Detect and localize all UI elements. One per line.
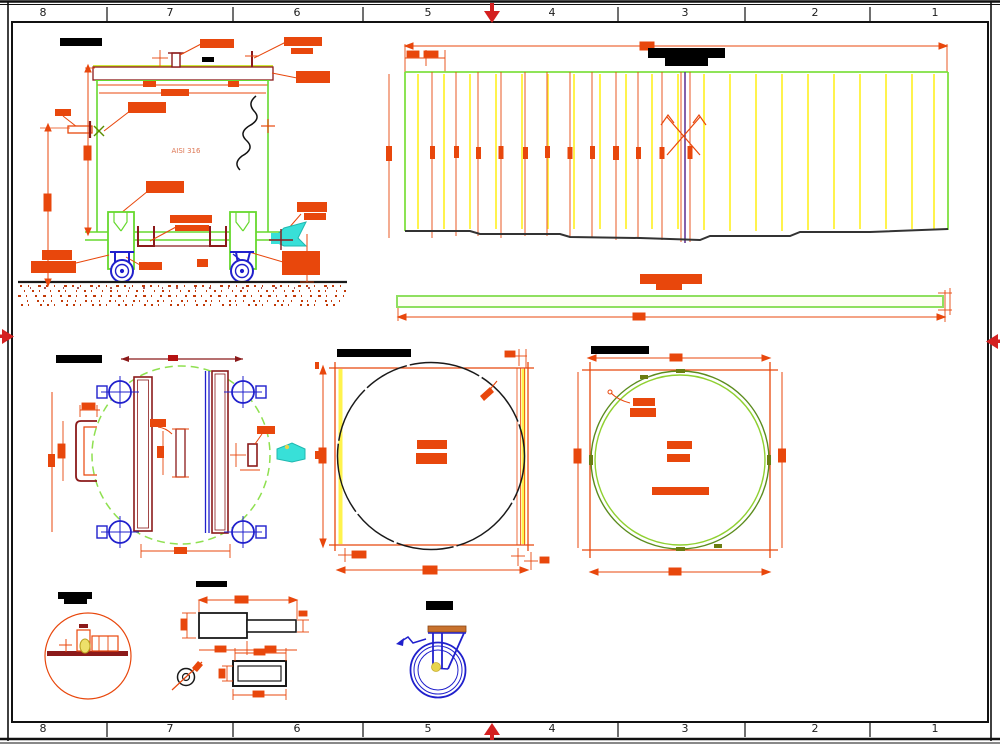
material-label: AISI 316 [172, 147, 201, 155]
center-marker-bottom-icon [484, 723, 500, 740]
pin-shaft [246, 619, 297, 633]
detail-pin [171, 581, 309, 700]
ruler-ticks-bottom [106, 723, 871, 737]
view6-title-block [591, 346, 649, 354]
valve-plan [230, 426, 306, 471]
development-overall-dim [403, 41, 949, 72]
lid-nozzles [152, 50, 259, 68]
cover-disc [336, 361, 526, 551]
bottom-dims [573, 353, 786, 576]
frame-brackets [137, 226, 227, 247]
caster-mounts [96, 376, 267, 548]
side-pipe-stub [55, 109, 93, 138]
bottom-rim-leader [607, 389, 656, 417]
right-dimension [300, 234, 314, 283]
cover-main-dims [318, 364, 530, 575]
zone-label-top-8: 8 [39, 6, 47, 19]
detail1-title-block [58, 592, 92, 604]
tube-section [218, 648, 287, 700]
view-shell-strip [396, 274, 952, 322]
zone-label-bottom-5: 5 [424, 722, 432, 735]
cover-edge-leader [480, 380, 498, 401]
development-bottom-edge [405, 228, 949, 242]
handle-dims [57, 402, 100, 481]
caster-mount-tl [96, 376, 139, 408]
view-top-cover [318, 349, 550, 575]
view-plan-underside [48, 355, 319, 558]
weld-symbol [660, 113, 707, 156]
cover-corner-dims [338, 349, 550, 570]
caster-mount-bl [96, 516, 139, 548]
shell-outline [404, 71, 949, 231]
caster-mount-tr [224, 376, 267, 408]
detail-weld-section [44, 592, 132, 700]
view5-title-block [337, 349, 411, 357]
detail-caster-wheel [396, 601, 467, 699]
view4-title-block [56, 355, 102, 363]
ruler-ticks-top [106, 7, 871, 21]
pin-body [198, 612, 248, 639]
handle [75, 420, 97, 482]
caster-right [230, 251, 254, 283]
strip-plate [396, 295, 944, 308]
zone-label-bottom-6: 6 [293, 722, 301, 735]
view-shell-development [386, 41, 949, 243]
zone-label-bottom-1: 1 [931, 722, 939, 735]
view2-title-block [648, 48, 725, 66]
strip-dimension [396, 288, 952, 322]
detail3-title-block [426, 601, 453, 610]
zone-label-bottom-2: 2 [811, 722, 819, 735]
zone-label-top-7: 7 [166, 6, 174, 19]
zone-label-top-6: 6 [293, 6, 301, 19]
centre-detail [150, 419, 189, 478]
zone-label-bottom-4: 4 [548, 722, 556, 735]
caster-mount-br [224, 516, 267, 548]
pin-top-dim [197, 595, 299, 619]
tank-outline-circle [91, 365, 271, 545]
drain-valve [269, 221, 308, 250]
development-pitch-dim [405, 50, 446, 72]
wheel-hub [431, 662, 441, 672]
rim-ticks [589, 369, 771, 551]
pin-side-dims [180, 610, 309, 655]
cover-square [329, 362, 534, 551]
top-leaders [179, 41, 298, 79]
left-dimensions [40, 63, 95, 288]
seam-dim-text [386, 146, 693, 161]
zone-label-top-4: 4 [548, 6, 556, 19]
caster-wheel [409, 641, 467, 699]
plan-dims [48, 355, 319, 558]
washer-symbol [171, 661, 203, 691]
zone-label-top-3: 3 [681, 6, 689, 19]
center-marker-left-icon [0, 329, 14, 344]
center-marker-right-icon [986, 334, 1000, 349]
brake-lever [396, 636, 427, 646]
view1-title-block [60, 38, 102, 46]
zone-label-bottom-3: 3 [681, 722, 689, 735]
plate-seams [417, 74, 935, 231]
caster-top-plate [427, 625, 467, 633]
zone-label-top-5: 5 [424, 6, 432, 19]
detail2-title-block [196, 581, 227, 587]
zone-label-bottom-8: 8 [39, 722, 47, 735]
view3-title-block [640, 274, 702, 290]
tank-walls [96, 80, 275, 232]
tank-lid [92, 65, 274, 81]
center-marker-top-icon [484, 3, 500, 23]
view-bottom-cover [573, 346, 786, 576]
zone-label-top-1: 1 [931, 6, 939, 19]
zone-label-bottom-7: 7 [166, 722, 174, 735]
support-rails [133, 370, 229, 534]
detail-bubble-circle [44, 612, 132, 700]
ground-hatch [18, 285, 347, 306]
break-line [236, 95, 258, 171]
zone-label-top-2: 2 [811, 6, 819, 19]
view-side-elevation: AISI 316 [18, 37, 347, 306]
